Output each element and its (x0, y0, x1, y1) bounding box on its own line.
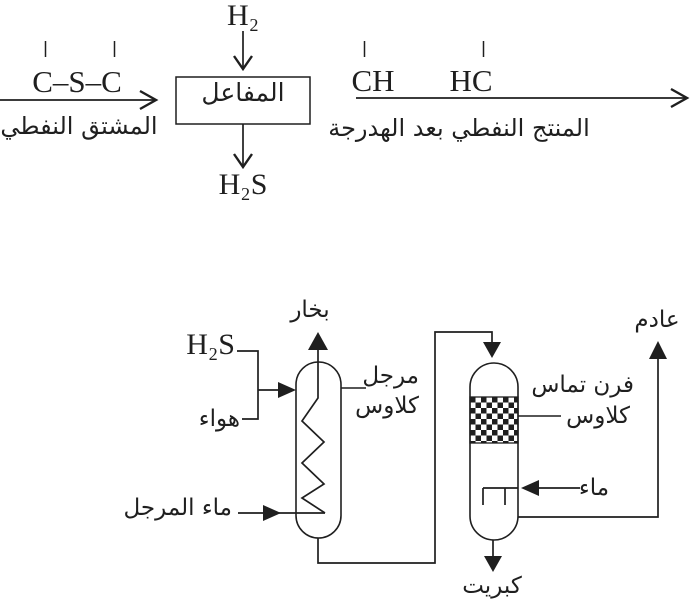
boiler-inlet-arrow-head-icon (278, 382, 296, 398)
claus-unit: بخار H₂S هواء ماء المرجل مرجل كلاوس فرن … (124, 297, 680, 599)
water-label: ماء (579, 475, 609, 501)
steam-label: بخار (289, 297, 329, 323)
h2s-air-header-pipe (237, 350, 259, 420)
steam-arrow-head-icon (308, 332, 328, 350)
furnace-name-line1: فرن تماس (531, 372, 634, 398)
product-fragment-right: HC (449, 63, 492, 98)
catalyst-bed (469, 396, 519, 444)
boiler-water-label: ماء المرجل (124, 495, 232, 521)
boiler-name-line1: مرجل (362, 363, 419, 389)
hydrotreating-scheme: C–S–C المشتق النفطي H₂ المفاعل H₂S CH HC… (0, 0, 690, 201)
furnace-inlet-arrow-head-icon (483, 342, 501, 358)
product-arrow-head-icon (670, 87, 690, 109)
hydrogen-arrow-head-icon (233, 55, 253, 72)
furnace-name-line2: كلاوس (566, 403, 630, 429)
sulfur-arrow-head-icon (484, 556, 502, 572)
water-distributor (482, 487, 518, 505)
h2s-out-label: H₂S (219, 168, 268, 201)
product-label: المنتج النفطي بعد الهدرجة (328, 114, 590, 142)
boiler-coil (300, 350, 326, 514)
hydrogen-label: H₂ (227, 0, 259, 32)
feed-arrow-head-icon (139, 89, 159, 111)
feed-label: المشتق النفطي (0, 112, 157, 140)
exhaust-pipe (518, 359, 659, 518)
air-label: هواء (199, 406, 240, 432)
claus-furnace-vessel (469, 362, 519, 541)
exhaust-arrow-head-icon (649, 341, 667, 359)
exhaust-label: عادم (634, 307, 679, 333)
boiler-name-line2: كلاوس (355, 393, 419, 419)
boiler-to-furnace-pipe (317, 331, 493, 564)
h2s-feed-label: H₂S (186, 328, 235, 361)
sulfur-label: كبريت (462, 573, 522, 599)
feed-formula: C–S–C (32, 64, 122, 99)
reactor-label: المفاعل (201, 78, 284, 107)
water-arrow-head-icon (521, 480, 539, 496)
boiler-water-arrow-head-icon (263, 505, 281, 521)
product-fragment-left: CH (351, 63, 394, 98)
claus-boiler-vessel (295, 361, 342, 539)
h2s-out-arrow-head-icon (233, 153, 253, 170)
